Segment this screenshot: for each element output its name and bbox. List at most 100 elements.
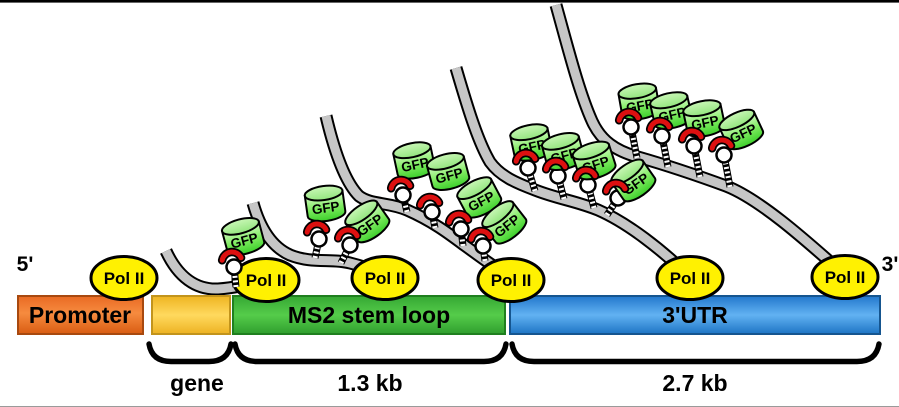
red-crescent-icon: [417, 194, 442, 208]
pol-ii-ellipse: [476, 257, 546, 303]
figure-top-border: [0, 0, 899, 3]
red-crescent-icon: [219, 249, 244, 263]
pol-ii-ellipse: [810, 254, 880, 300]
red-crescent-icon: [647, 118, 672, 132]
pol-ii-3: Pol II: [350, 255, 420, 301]
red-crescent-icon: [573, 167, 598, 181]
gfp-cylinder-top: [571, 140, 611, 161]
gfp-unit-t5-1: GFP: [614, 82, 661, 159]
gfp-unit-t5-4: GFP: [707, 108, 765, 188]
gfp-unit-t5-3: GFP: [677, 99, 726, 178]
red-crescent-icon: [603, 180, 628, 194]
gfp-cylinder-top: [303, 184, 344, 202]
red-crescent-icon: [513, 150, 538, 164]
gfp-cylinder-top: [718, 108, 756, 132]
pol-ii-label: Pol II: [104, 269, 145, 288]
pol-ii-label: Pol II: [246, 271, 287, 290]
red-crescent-icon: [388, 177, 413, 191]
polymerase-group: Pol II Pol II Pol II Pol II Pol II Pol II: [89, 254, 880, 303]
transcript-ribbon-5: [549, 3, 851, 281]
stem-loop-circle: [622, 118, 640, 136]
brace-gene: [146, 341, 234, 365]
pol-ii-label: Pol II: [670, 269, 711, 288]
three-prime-label: 3': [882, 253, 899, 276]
stem-loop-stalk-stripes: [628, 126, 640, 159]
ribbon-body: [551, 3, 849, 280]
pol-ii-2: Pol II: [231, 257, 301, 303]
stem-loop-stalk-stripes: [604, 196, 621, 217]
stem-loop-circle: [310, 230, 328, 248]
stem-loop-circle: [225, 258, 243, 276]
ms2-length-label: 1.3 kb: [337, 370, 402, 396]
gfp-cylinder: GFP: [303, 184, 347, 223]
gfp-cylinder-body: [481, 201, 528, 245]
red-crescent-icon: [468, 228, 493, 242]
gfp-unit-t3-3: GFP: [444, 176, 503, 247]
gene-length-label: gene: [170, 370, 224, 396]
five-prime-label: 5': [17, 253, 34, 276]
gfp-cylinder: GFP: [718, 108, 765, 151]
gfp-cylinder-top: [220, 216, 260, 236]
gfp-cylinder-top: [456, 176, 493, 201]
gfp-unit-t3-2: GFP: [415, 151, 471, 229]
red-crescent-icon: [709, 137, 734, 151]
pol-ii-label: Pol II: [365, 269, 406, 288]
red-crescent-icon: [679, 128, 704, 142]
stem-loop-circle: [715, 146, 733, 164]
gfp-cylinder: GFP: [220, 216, 266, 256]
pol-ii-label: Pol II: [825, 268, 866, 287]
gfp-unit-t2-2: GFP: [333, 199, 391, 265]
stem-loop-stalk-stripes: [312, 238, 322, 259]
pol-ii-ellipse: [89, 255, 159, 301]
stem-loop-circle: [653, 127, 671, 145]
pol-ii-1: Pol II: [89, 255, 159, 301]
stem-loop-stalk-stripes: [231, 266, 239, 288]
gfp-label: GFP: [311, 199, 341, 218]
gfp-label: GFP: [434, 165, 465, 187]
stem-loop-circle: [423, 203, 441, 221]
brace-2-7kb: [509, 341, 882, 365]
pol-ii-5: Pol II: [655, 255, 725, 301]
gfp-cylinder-top: [392, 141, 432, 160]
stem-loop-circle: [519, 159, 537, 177]
gfp-unit-t1-1: GFP: [217, 216, 266, 288]
gfp-cylinder-top: [425, 151, 465, 171]
gfp-cylinder-top: [509, 123, 549, 142]
stem-loop-circle: [394, 186, 412, 204]
pol-ii-6: Pol II: [810, 254, 880, 300]
gfp-cylinder-top: [481, 200, 515, 229]
utr-length-label: 2.7 kb: [662, 370, 727, 396]
measurement-braces: [146, 341, 882, 365]
gfp-unit-t4-4: GFP: [601, 158, 657, 217]
gfp-cylinder-top: [540, 131, 580, 151]
gfp-unit-t4-3: GFP: [571, 140, 617, 209]
bar-segment-promoter: [17, 295, 144, 335]
3utr-label: 3'UTR: [662, 302, 728, 328]
stem-loop-stalk-stripes: [338, 243, 353, 265]
stem-loop-stalk-stripes: [691, 145, 703, 178]
red-crescent-icon: [446, 211, 471, 225]
gfp-cylinder-top: [344, 199, 379, 227]
gfp-cylinder: GFP: [425, 151, 471, 191]
gfp-cylinder-top: [682, 99, 722, 118]
pol-ii-ellipse: [655, 255, 725, 301]
gfp-unit-t2-1: GFP: [302, 184, 347, 259]
gfp-unit-t3-1: GFP: [386, 141, 436, 213]
dna-construct-bar: Promoter MS2 stem loop 3'UTR: [17, 295, 881, 335]
pol-ii-ellipse: [350, 255, 420, 301]
bar-segment-gene: [151, 295, 231, 335]
gfp-cylinder-top: [649, 91, 689, 110]
pol-ii-4: Pol II: [476, 257, 546, 303]
gfp-label: GFP: [229, 230, 260, 252]
stem-loop-circle: [341, 236, 359, 254]
red-crescent-icon: [616, 109, 641, 123]
gfp-cylinder: GFP: [392, 141, 436, 180]
promoter-label: Promoter: [29, 302, 131, 328]
bar-segment-3utr: [509, 295, 881, 335]
pol-ii-label: Pol II: [491, 271, 532, 290]
brace-1-3kb: [232, 341, 509, 365]
stem-loop-stalk-stripes: [721, 154, 733, 188]
